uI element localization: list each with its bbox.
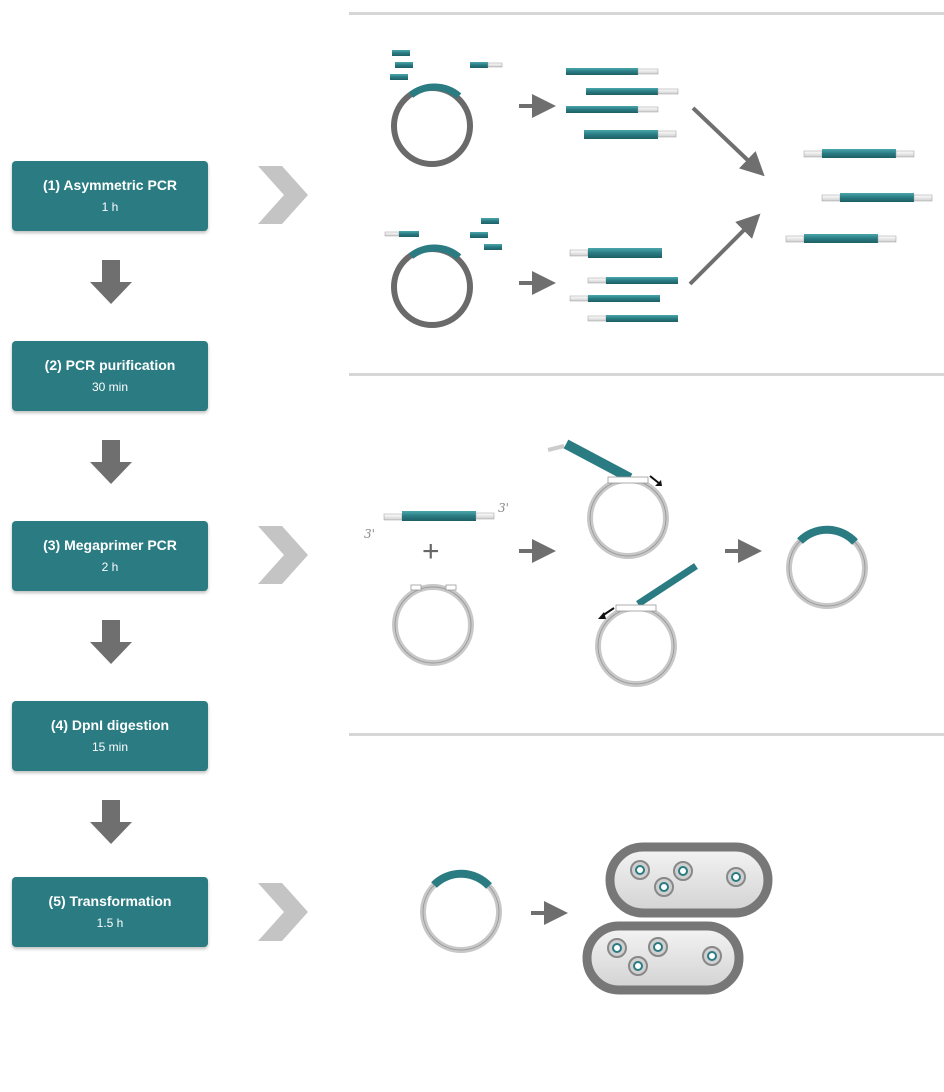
step-5-transformation: (5) Transformation 1.5 h [12, 877, 208, 947]
bacterial-cell [605, 842, 773, 918]
bacterial-cell [582, 921, 744, 995]
down-arrow-icon [90, 260, 132, 304]
step-4-dpni-digestion: (4) DpnI digestion 15 min [12, 701, 208, 771]
megaprimer-strands [785, 149, 933, 243]
annealed-plasmid-top [547, 439, 669, 559]
section-divider [349, 12, 944, 15]
step-1-time: 1 h [101, 200, 119, 214]
plasmid-icon [391, 83, 473, 167]
step-2-time: 30 min [91, 380, 129, 394]
step-4-time: 15 min [91, 740, 129, 754]
plasmid-icon [391, 244, 473, 328]
chevron-right-icon [258, 883, 308, 941]
step-2-title: (2) PCR purification [44, 357, 176, 373]
plasmid-icon [420, 869, 502, 953]
step-5-time: 1.5 h [96, 916, 124, 930]
chevron-right-icon [258, 526, 308, 584]
panel-megaprimer-pcr: 3' 3' + [364, 439, 868, 687]
step-4-title: (4) DpnI digestion [50, 717, 170, 733]
panel-transformation [420, 842, 773, 995]
down-arrow-icon [90, 620, 132, 664]
three-prime-label-left: 3' [364, 527, 375, 541]
step-3-time: 2 h [101, 560, 119, 574]
step-2-pcr-purification: (2) PCR purification 30 min [12, 341, 208, 411]
ssdna-strands-bottom [569, 248, 678, 322]
plasmid-icon [786, 525, 868, 609]
annealed-plasmid-bottom [595, 563, 698, 687]
three-prime-label-right: 3' [498, 501, 509, 515]
section-divider [349, 373, 944, 376]
section-divider [349, 733, 944, 736]
down-arrow-icon [90, 800, 132, 844]
primer-group-top [390, 50, 503, 80]
step-1-asymmetric-pcr: (1) Asymmetric PCR 1 h [12, 161, 208, 231]
panel-asymmetric-pcr [384, 50, 933, 328]
step-5-title: (5) Transformation [48, 893, 172, 909]
ssdna-strands-top [566, 68, 679, 139]
step-1-title: (1) Asymmetric PCR [42, 177, 178, 193]
step-3-megaprimer-pcr: (3) Megaprimer PCR 2 h [12, 521, 208, 591]
primer-group-bottom [384, 218, 502, 250]
plasmid-icon [392, 584, 474, 666]
step-3-title: (3) Megaprimer PCR [43, 537, 177, 553]
chevron-right-icon [258, 166, 308, 224]
plus-sign: + [422, 535, 440, 568]
down-arrow-icon [90, 440, 132, 484]
